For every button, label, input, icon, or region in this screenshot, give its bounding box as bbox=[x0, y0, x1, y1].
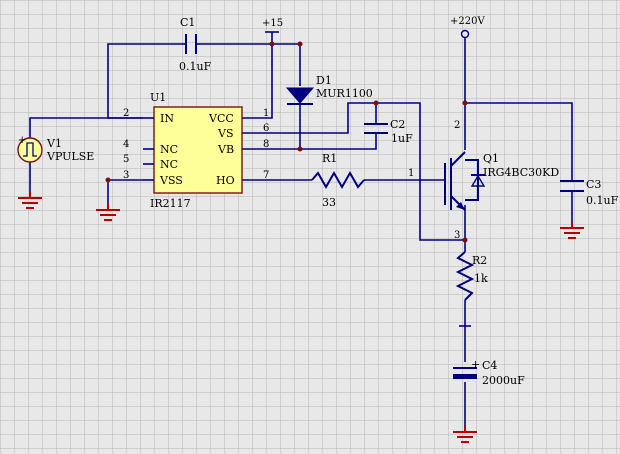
q1-pin-collector: 2 bbox=[454, 120, 460, 131]
q1-pin-gate: 1 bbox=[408, 168, 414, 179]
ic-pin-name: IN bbox=[160, 112, 174, 125]
v1-plus-icon: + bbox=[18, 135, 26, 146]
ground-symbol-c3 bbox=[560, 222, 584, 239]
ic-pin-name: HO bbox=[216, 174, 235, 187]
d1-value: MUR1100 bbox=[316, 87, 373, 100]
c1-ref: C1 bbox=[180, 16, 195, 29]
q1-value: IRG4BC30KD bbox=[483, 166, 559, 179]
igbt-q1: 1 2 3 Q1 IRG4BC30KD bbox=[408, 120, 559, 241]
c3-ref: C3 bbox=[586, 178, 601, 191]
v1-value: VPULSE bbox=[46, 150, 94, 163]
r1-value: 33 bbox=[322, 196, 336, 209]
ic-pin-name: VS bbox=[217, 127, 233, 140]
r2-value: 1k bbox=[474, 272, 488, 285]
ic-pin-num: 4 bbox=[123, 139, 129, 150]
ic-pin-num: 3 bbox=[123, 170, 129, 181]
ic-pin-num: 1 bbox=[263, 108, 269, 119]
power-port-hv: +220V bbox=[450, 16, 485, 39]
ic-pin-num: 7 bbox=[263, 170, 269, 181]
source-v1: + V1 VPULSE bbox=[17, 135, 94, 163]
capacitor-c4: + C4 2000uF bbox=[453, 358, 525, 387]
ic-pin-name: NC bbox=[160, 158, 178, 171]
q1-pin-emitter: 3 bbox=[454, 230, 460, 241]
ic-pin-name: VSS bbox=[159, 174, 183, 187]
ground-symbol-c4 bbox=[453, 426, 477, 443]
capacitor-c3: C3 0.1uF bbox=[560, 178, 619, 207]
c3-value: 0.1uF bbox=[586, 194, 619, 207]
capacitor-c2: C2 1uF bbox=[364, 118, 413, 145]
q1-ref: Q1 bbox=[483, 152, 499, 165]
resistor-r1: R1 33 bbox=[311, 152, 365, 209]
ic-pin-name: NC bbox=[160, 143, 178, 156]
c4-value: 2000uF bbox=[482, 374, 525, 387]
diode-d1: D1 MUR1100 bbox=[285, 74, 373, 105]
c4-polarity: + bbox=[471, 358, 480, 371]
ic-pin-num: 5 bbox=[123, 154, 129, 165]
capacitor-c1: C1 0.1uF bbox=[179, 16, 212, 73]
ground-symbol-v1 bbox=[18, 192, 42, 209]
ic-pin-name: VB bbox=[217, 143, 234, 156]
ground-symbol-u1 bbox=[96, 204, 120, 221]
c2-ref: C2 bbox=[390, 118, 405, 131]
resistor-r2: R2 1k bbox=[455, 251, 488, 327]
v1-ref: V1 bbox=[46, 137, 62, 150]
ic-pin-num: 2 bbox=[123, 108, 129, 119]
c4-ref: C4 bbox=[482, 359, 497, 372]
d1-ref: D1 bbox=[316, 74, 332, 87]
r1-ref: R1 bbox=[322, 152, 337, 165]
ic-pin-num: 6 bbox=[263, 123, 269, 134]
ic-pin-name: VCC bbox=[208, 112, 234, 125]
junctions bbox=[105, 41, 468, 243]
power-port-vcc15: +15 bbox=[262, 18, 283, 33]
c1-value: 0.1uF bbox=[179, 60, 212, 73]
r2-ref: R2 bbox=[472, 254, 487, 267]
ic-ref: U1 bbox=[150, 91, 166, 104]
c2-value: 1uF bbox=[391, 132, 413, 145]
ic-pin-num: 8 bbox=[263, 139, 269, 150]
ic-body bbox=[153, 106, 243, 194]
ic-part: IR2117 bbox=[150, 197, 191, 210]
ic-u1: U1 IR2117 2 IN 4 NC 5 NC 3 VSS 1 VCC 6 V… bbox=[123, 91, 269, 210]
power-label-vcc15: +15 bbox=[262, 18, 283, 29]
power-label-hv: +220V bbox=[450, 16, 485, 27]
